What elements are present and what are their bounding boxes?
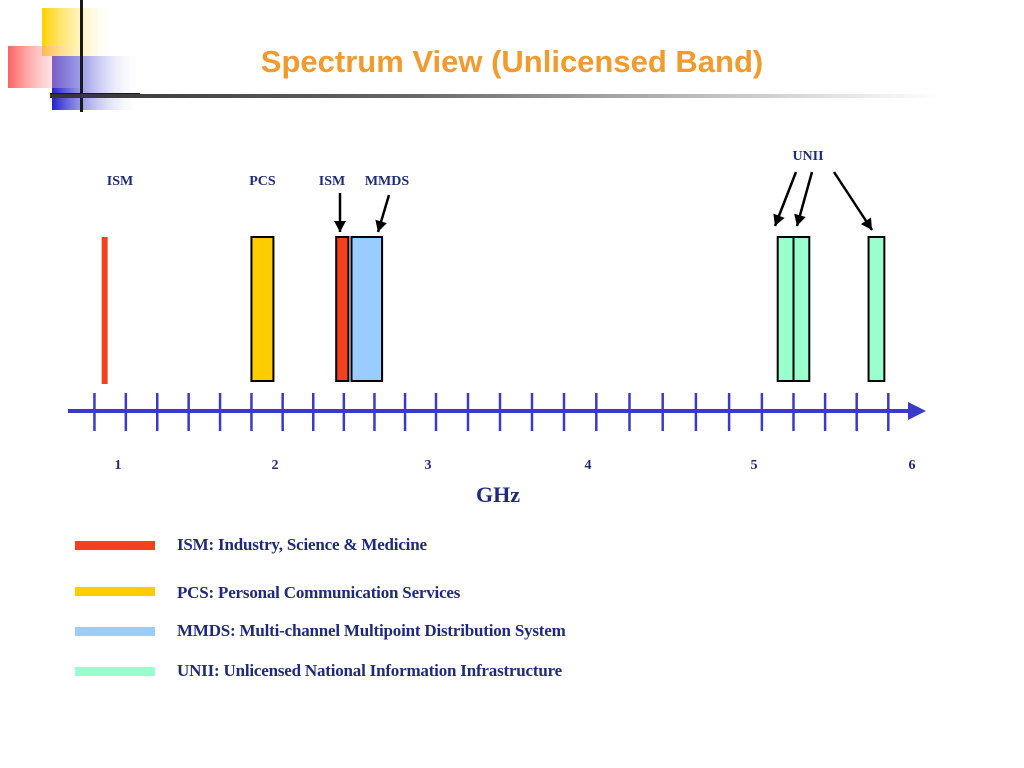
arrow-ism-head [334, 221, 346, 232]
arrow-unii-1-head [773, 213, 785, 226]
axis-unit-label: GHz [476, 482, 520, 507]
axis-tick-label: 1 [115, 458, 122, 473]
arrow-unii-3-head [860, 217, 872, 230]
band-mmds [350, 236, 384, 382]
band-unii-2 [792, 236, 811, 382]
legend-swatch-pcs [75, 587, 155, 596]
band-ism-2-4 [335, 236, 350, 382]
label-ism-2400: ISM [319, 174, 345, 189]
legend-swatch-unii [75, 667, 155, 676]
band-unii-3 [867, 236, 886, 382]
legend-text-pcs: PCS: Personal Communication Services [177, 583, 461, 602]
legend-swatch-ism [75, 541, 155, 550]
band-ism [101, 237, 108, 384]
title-underline [50, 94, 940, 98]
axis-tick-label: 6 [909, 458, 916, 473]
arrow-mmds-head [375, 219, 387, 232]
legend-text-ism: ISM: Industry, Science & Medicine [177, 535, 427, 554]
label-ism-900: ISM [107, 174, 133, 189]
arrow-unii-3-shaft [832, 171, 874, 231]
legend-swatch-mmds [75, 627, 155, 636]
legend-text-mmds: MMDS: Multi-channel Multipoint Distribut… [177, 621, 566, 640]
label-unii: UNII [792, 149, 823, 164]
band-unii-1 [776, 236, 795, 382]
axis-tick-label: 5 [751, 458, 758, 473]
legend-text-unii: UNII: Unlicensed National Information In… [177, 661, 562, 680]
axis-tick-label: 4 [585, 458, 592, 473]
axis-tick-label: 2 [272, 458, 279, 473]
axis-tick-label: 3 [425, 458, 432, 473]
corner-logo-graphic [8, 0, 140, 112]
arrow-unii-2-head [794, 213, 806, 226]
slide-title: Spectrum View (Unlicensed Band) [260, 44, 764, 79]
axis-arrowhead [908, 402, 926, 420]
label-mmds: MMDS [365, 174, 410, 189]
label-pcs: PCS [249, 174, 276, 189]
band-pcs [250, 236, 275, 382]
